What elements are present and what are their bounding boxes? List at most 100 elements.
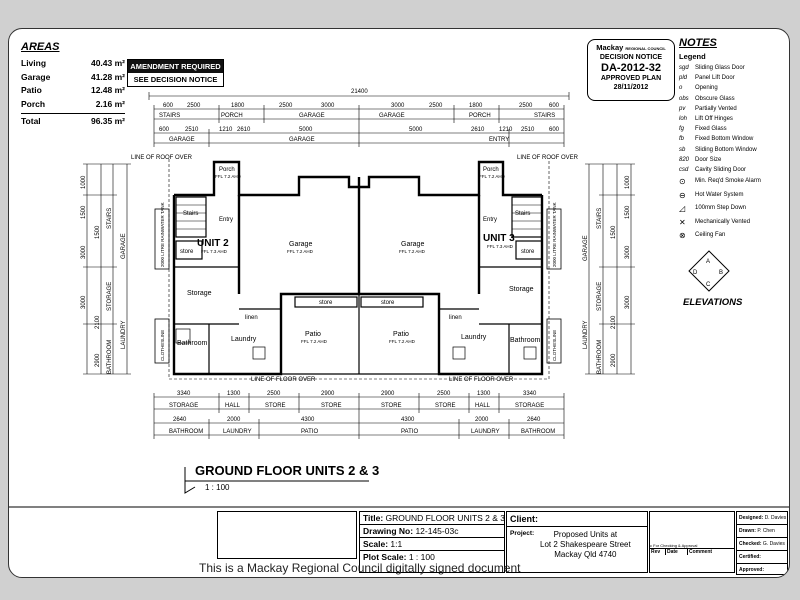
unit-3-label: UNIT 3 [483,233,515,244]
bottom-name-1: STORAGE [169,403,198,409]
room-stairs-left: Stairs [183,211,198,217]
right-dim-5: 1500 [611,225,617,239]
room-laundry-right: Laundry [461,334,487,341]
top-dim-8: 1800 [469,103,483,109]
room-bathroom-right: Bathroom [510,337,541,344]
top-name-6: STAIRS [534,113,555,119]
plot-scale-row: Plot Scale: 1 : 100 [363,552,435,562]
tank-right-label: 2000 LITRE RAINWATER TANK [552,202,557,267]
roof-over-left: LINE OF ROOF OVER [131,155,193,161]
top-name2-1: GARAGE [169,137,195,143]
bottom-name-5: STORE [381,403,402,409]
porch-left-ffl: FFL 7.2 AHD [215,174,242,179]
top-dim2-6: 5000 [409,127,423,133]
top-dim2-7: 2610 [471,127,485,133]
notes-title: NOTES [679,37,717,49]
bottom-name2-1: BATHROOM [169,429,203,435]
room-porch-right: Porch [483,167,499,173]
right-dim-1: 1000 [625,175,631,189]
revision-grid: c For Checking & Approval [650,512,734,549]
left-name-3: STORAGE [107,282,113,311]
bottom-name-2: HALL [225,403,241,409]
bottom-name-6: STORE [435,403,456,409]
left-dim-7: 2900 [95,353,101,367]
digital-signature-notice: This is a Mackay Regional Council digita… [199,561,521,575]
bottom-name2-5: LAUNDRY [471,429,500,435]
left-dim-5: 1500 [95,225,101,239]
top-dim-6: 3000 [391,103,405,109]
room-linen-left: linen [245,315,258,321]
floor-over-left: LINE OF FLOOR OVER [251,377,316,383]
decision-date: 28/11/2012 [613,84,649,91]
top-name-3: GARAGE [299,113,325,119]
credits-box: Designed: D. Davies Drawn: P. Chen Check… [736,511,788,575]
svg-text:C: C [706,282,711,288]
top-dim-10: 600 [549,103,560,109]
left-dimensions [83,163,131,375]
top-dim-5: 3000 [321,103,335,109]
top-dim2-5: 5000 [299,127,313,133]
amendment-stamp: AMENDMENT REQUIRED SEE DECISION NOTICE [127,59,224,87]
stair-treads [176,204,542,230]
top-dim-9: 2500 [519,103,533,109]
room-store-right: store [521,249,535,255]
room-storage-left: Storage [187,290,212,297]
project-row: Project: Proposed Units at Lot 2 Shakesp… [507,527,647,563]
legend-symbol: ⊙Min. Req'd Smoke Alarm [679,175,783,189]
top-dimensions [148,92,570,147]
certified-row: Certified: [737,551,787,564]
approved-row: Approved: [739,567,764,573]
bottom-dim2-1: 2640 [173,417,187,423]
bottom-dim-8: 3340 [523,391,537,397]
revision-entry: c For Checking & Approval [650,543,698,548]
top-name-2: PORCH [221,113,243,119]
legend-title: Legend [679,52,706,61]
room-entry-left: Entry [219,217,233,223]
left-name-5: BATHROOM [107,340,113,374]
revision-box: c For Checking & Approval Rev Date Comme… [649,511,735,573]
top-dim-4: 2500 [279,103,293,109]
right-name-1: STAIRS [597,208,603,229]
legend-symbol: ⊖Hot Water System [679,189,783,203]
designed-row: Designed: D. Davies [737,512,787,525]
left-dim-1: 1000 [81,175,87,189]
bottom-dim-2: 1300 [227,391,241,397]
left-name-4: LAUNDRY [121,320,127,349]
left-dim-2: 1500 [81,205,87,219]
bottom-name2-2: LAUNDRY [223,429,252,435]
smoke-alarm-icon: ⊙ [679,177,686,187]
clothesline-left-label: CLOTHESLINE [160,330,165,361]
drawing-sheet: 21400 600 2500 1800 2500 3000 3000 2500 … [8,28,790,578]
top-dim2-10: 600 [549,127,560,133]
svg-text:D: D [693,270,698,276]
rainwater-tank-left [154,208,170,270]
patio-left-ffl: FFL 7.2 AHD [301,339,328,344]
client-label: Client: [507,512,647,527]
room-store-mid-right: store [381,300,395,306]
roof-over-right: LINE OF ROOF OVER [517,155,579,161]
drawing-number-row: Drawing No: 12-145-03c [360,525,504,538]
decision-code: DA-2012-32 [601,62,661,74]
right-dim-6: 2100 [611,315,617,329]
clothesline-left [154,318,170,364]
room-porch-left: Porch [219,167,235,173]
room-patio-right: Patio [393,331,409,338]
left-dim-6: 2100 [95,315,101,329]
bottom-dim2-3: 4300 [301,417,315,423]
right-dim-3: 3000 [625,245,631,259]
bottom-name-4: STORE [321,403,342,409]
clothesline-right-label: CLOTHESLINE [552,330,557,361]
room-garage-left: Garage [289,241,312,248]
bottom-name2-6: BATHROOM [521,429,555,435]
bottom-name-7: HALL [475,403,491,409]
ceiling-fan-icon: ⊗ [679,231,686,241]
decision-notice-title: DECISION NOTICE [599,54,663,61]
amendment-required-text: AMENDMENT REQUIRED [128,60,223,73]
